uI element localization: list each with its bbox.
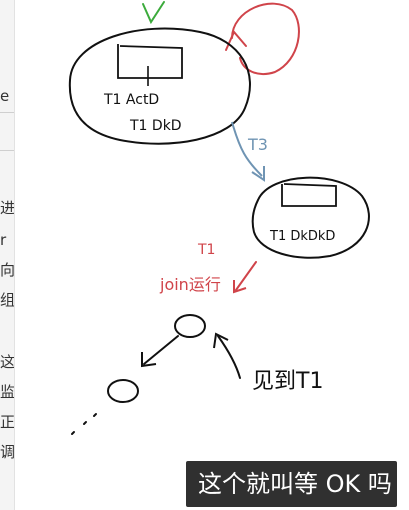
left-panel-edge: e 进 r 向 组 这 监 正 调 <box>0 0 15 510</box>
red-loop-arrow <box>231 2 300 76</box>
left-panel-text: e <box>0 88 10 104</box>
top-node-ellipse <box>68 27 251 145</box>
chain-arrow <box>143 335 179 365</box>
left-panel-text: 组 <box>0 292 14 308</box>
right-node-inner-box <box>281 183 337 207</box>
top-node-line1: T1 ActD <box>103 92 159 108</box>
left-panel-divider <box>0 112 14 113</box>
chain-node-1 <box>174 314 206 338</box>
left-panel-divider <box>0 150 14 151</box>
red-note-line2: join运行 <box>159 275 221 294</box>
red-loop-arrowhead <box>225 30 247 51</box>
pointer-arrow <box>217 335 241 379</box>
right-node-ellipse <box>251 176 370 259</box>
blue-connector-arrowhead <box>251 166 265 182</box>
red-note-line1: T1 <box>197 242 215 258</box>
pointer-arrowhead <box>213 332 229 349</box>
chain-node-2 <box>107 379 139 403</box>
right-node-line1: T1 DkDkD <box>269 229 335 244</box>
left-panel-text: 进 <box>0 200 14 216</box>
left-panel-text: 监 <box>0 384 14 400</box>
left-panel-text: r <box>0 232 7 248</box>
chain-ellipsis <box>71 413 97 435</box>
red-note-arrow <box>235 261 257 291</box>
left-panel-text: 这 <box>0 354 14 370</box>
left-panel-text: 调 <box>0 444 14 460</box>
video-subtitle: 这个就叫等 OK 吗 <box>186 461 397 507</box>
chain-arrowhead <box>141 352 157 368</box>
green-check-mark <box>142 1 165 25</box>
left-panel-text: 正 <box>0 414 14 430</box>
top-node-inner-box <box>117 44 183 79</box>
pointer-note: 见到T1 <box>252 369 323 394</box>
left-panel-text: 向 <box>0 262 14 278</box>
red-note-arrowhead <box>233 280 247 294</box>
blue-connector-arrow <box>231 121 263 177</box>
blue-arrow-label: T3 <box>247 135 268 154</box>
top-node-line2: T1 DkD <box>129 118 182 134</box>
